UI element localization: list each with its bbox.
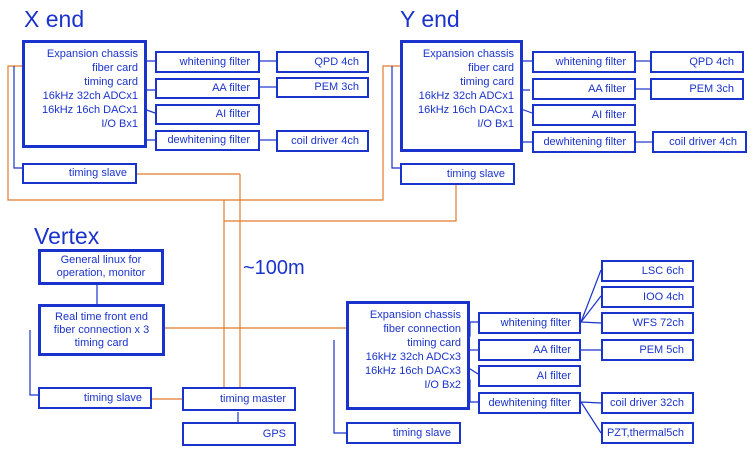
x-chassis-line-4: 16kHz 32ch ADCx1 bbox=[42, 90, 138, 102]
rt-line-2: fiber connection x 3 bbox=[53, 323, 150, 336]
corner-coil-driver: coil driver 32ch bbox=[601, 392, 694, 414]
y-chassis-line-2: fiber card bbox=[468, 62, 514, 74]
corner-ai-filter: AI filter bbox=[478, 365, 581, 387]
y-ai-filter: AI filter bbox=[532, 104, 636, 126]
corner-chassis-line-5: 16kHz 16ch DACx3 bbox=[365, 365, 461, 377]
vertex-general-linux: General linux for operation, monitor bbox=[38, 249, 164, 285]
x-pem: PEM 3ch bbox=[276, 77, 369, 98]
corner-dewhitening-filter: dewhitening filter bbox=[478, 392, 581, 414]
y-aa-filter: AA filter bbox=[532, 78, 636, 100]
y-chassis-line-1: Expansion chassis bbox=[422, 48, 514, 60]
y-qpd: QPD 4ch bbox=[650, 51, 744, 73]
corner-chassis-line-4: 16kHz 32ch ADCx3 bbox=[365, 351, 461, 363]
y-end-title: Y end bbox=[400, 6, 460, 32]
x-timing-slave: timing slave bbox=[22, 163, 137, 184]
y-dewhitening-filter: dewhitening filter bbox=[532, 131, 636, 153]
linux-line-1: General linux for bbox=[60, 254, 142, 266]
corner-chassis-line-3: timing card bbox=[407, 337, 461, 349]
vertex-timing-slave: timing slave bbox=[38, 387, 152, 409]
x-chassis-to-slave bbox=[13, 66, 22, 169]
corner-wfs: WFS 72ch bbox=[601, 312, 694, 334]
x-chassis-line-6: I/O Bx1 bbox=[101, 118, 138, 130]
orange-network bbox=[7, 65, 457, 400]
x-chassis-line-3: timing card bbox=[84, 76, 138, 88]
y-chassis-to-slave bbox=[391, 66, 400, 169]
linux-line-2: operation, monitor bbox=[56, 267, 146, 279]
x-chassis-line-1: Expansion chassis bbox=[46, 48, 138, 60]
vertex-timing-master: timing master bbox=[182, 387, 296, 411]
y-coil-driver: coil driver 4ch bbox=[652, 131, 747, 153]
x-dewhitening-filter: dewhitening filter bbox=[155, 130, 260, 151]
x-expansion-chassis: Expansion chassis fiber card timing card… bbox=[22, 40, 147, 148]
x-whitening-filter: whitening filter bbox=[155, 51, 260, 73]
corner-chassis-line-2: fiber connection bbox=[383, 323, 461, 335]
x-end-title: X end bbox=[24, 6, 85, 32]
corner-whitening-filter: whitening filter bbox=[478, 312, 581, 334]
y-slave-link bbox=[224, 181, 457, 222]
corner-pem: PEM 5ch bbox=[601, 339, 694, 361]
y-pem: PEM 3ch bbox=[650, 78, 744, 100]
x-chassis-line-2: fiber card bbox=[92, 62, 138, 74]
y-expansion-chassis: Expansion chassis fiber card timing card… bbox=[400, 40, 523, 152]
vertex-real-time-front-end: Real time front end fiber connection x 3… bbox=[38, 304, 165, 356]
x-qpd: QPD 4ch bbox=[276, 51, 369, 73]
y-timing-slave: timing slave bbox=[400, 163, 515, 185]
corner-aa-filter: AA filter bbox=[478, 339, 581, 361]
x-ai-filter: AI filter bbox=[155, 104, 260, 125]
y-whitening-filter: whitening filter bbox=[532, 51, 636, 73]
rt-line-1: Real time front end bbox=[55, 310, 148, 323]
vertex-title: Vertex bbox=[34, 223, 100, 249]
distance-label: ~100m bbox=[243, 257, 305, 279]
y-chassis-line-4: 16kHz 32ch ADCx1 bbox=[418, 90, 514, 102]
corner-pzt-thermal: PZT,thermal5ch bbox=[601, 422, 694, 444]
corner-lsc: LSC 6ch bbox=[601, 260, 694, 282]
corner-expansion-chassis: Expansion chassis fiber connection timin… bbox=[346, 301, 470, 410]
x-coil-driver: coil driver 4ch bbox=[276, 130, 369, 152]
corner-ioo: IOO 4ch bbox=[601, 286, 694, 308]
y-chassis-line-6: I/O Bx1 bbox=[477, 118, 514, 130]
vertex-gps: GPS bbox=[182, 422, 296, 446]
y-chassis-line-3: timing card bbox=[460, 76, 514, 88]
corner-chassis-line-6: I/O Bx2 bbox=[424, 379, 461, 391]
corner-timing-slave: timing slave bbox=[346, 422, 461, 444]
x-chassis-line-5: 16kHz 16ch DACx1 bbox=[42, 104, 138, 116]
x-aa-filter: AA filter bbox=[155, 78, 260, 99]
rt-line-3: timing card bbox=[74, 336, 129, 349]
x-fiber-wire bbox=[7, 65, 445, 201]
corner-chassis-line-1: Expansion chassis bbox=[369, 309, 461, 321]
y-chassis-line-5: 16kHz 16ch DACx1 bbox=[418, 104, 514, 116]
